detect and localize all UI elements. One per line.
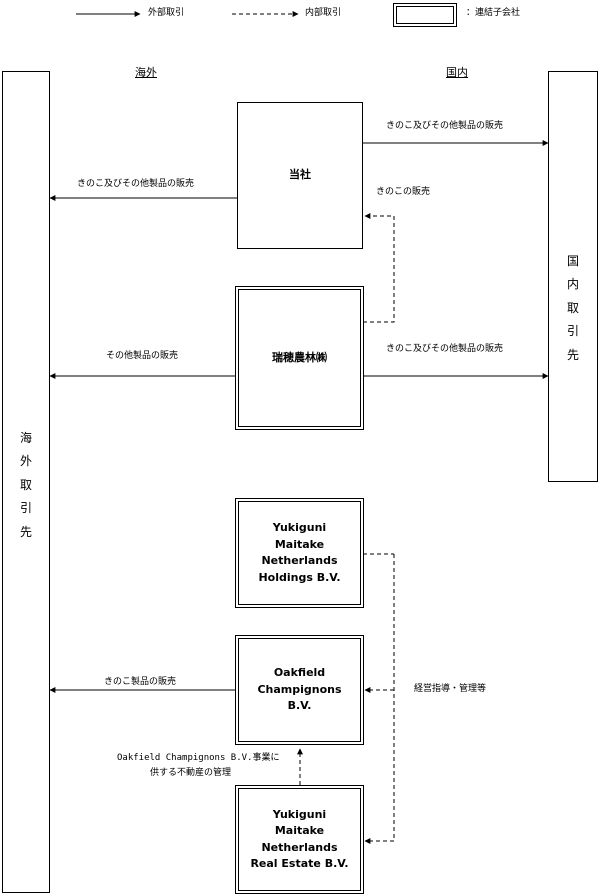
entity-oakfield-label: Oakfield Champignons B.V. <box>257 666 342 713</box>
entity-ymnh: Yukiguni Maitake Netherlands Holdings B.… <box>235 498 364 608</box>
entity-mizuho-label: 瑞穂農林㈱ <box>272 350 327 364</box>
legend-internal-label: 内部取引 <box>305 8 342 18</box>
entity-ymnh-label: Yukiguni Maitake Netherlands Holdings B.… <box>258 521 341 584</box>
label-mizuho-to-company: きのこの販売 <box>376 187 431 197</box>
domestic-partners-box: 国内取引先 <box>548 71 598 482</box>
overseas-partners-box: 海外取引先 <box>2 71 50 893</box>
label-real-estate-line1: Oakfield Champignons B.V.事業に <box>117 753 280 763</box>
entity-mizuho: 瑞穂農林㈱ <box>235 286 364 430</box>
label-mizuho-to-overseas: その他製品の販売 <box>106 351 179 361</box>
header-overseas: 海外 <box>135 66 157 79</box>
label-oakfield-to-overseas: きのこ製品の販売 <box>104 677 177 687</box>
arrow-mizuho-to-company <box>363 213 395 323</box>
domestic-partners-label: 国内取引先 <box>566 254 579 362</box>
label-real-estate-line2: 供する不動産の管理 <box>150 768 232 778</box>
label-mizuho-to-domestic: きのこ及びその他製品の販売 <box>386 344 504 354</box>
entity-company: 当社 <box>237 102 363 249</box>
entity-ymnre: Yukiguni Maitake Netherlands Real Estate… <box>235 785 364 894</box>
entity-oakfield: Oakfield Champignons B.V. <box>235 635 364 745</box>
legend-consolidated-label: ：連結子会社 <box>466 8 521 18</box>
label-company-to-domestic: きのこ及びその他製品の販売 <box>386 121 504 131</box>
entity-ymnre-label: Yukiguni Maitake Netherlands Real Estate… <box>250 807 349 871</box>
label-company-to-overseas: きのこ及びその他製品の販売 <box>77 179 195 189</box>
overseas-partners-label: 海外取引先 <box>19 431 32 539</box>
label-management: 経営指導・管理等 <box>414 684 487 694</box>
header-domestic: 国内 <box>446 66 468 79</box>
entity-company-label: 当社 <box>289 168 311 182</box>
legend-consolidated-box <box>393 3 457 27</box>
legend-external-label: 外部取引 <box>148 8 185 18</box>
